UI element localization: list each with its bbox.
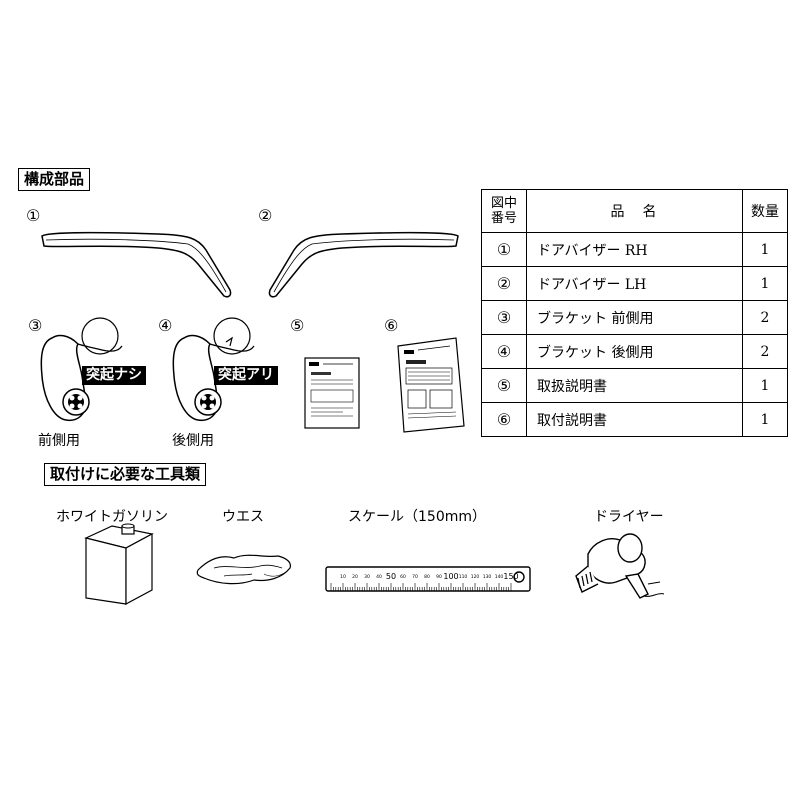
header-no-line1: 図中 xyxy=(490,196,517,211)
part-number-2: ② xyxy=(258,206,273,225)
row-qty: 1 xyxy=(742,368,788,403)
row-qty: 1 xyxy=(742,402,788,437)
header-quantity: 数量 xyxy=(742,189,788,233)
ruler-tick-label: 80 xyxy=(424,574,430,580)
components-section-title: 構成部品 xyxy=(18,168,91,191)
hair-dryer-icon xyxy=(575,533,665,599)
row-qty: 2 xyxy=(742,300,788,335)
no-protrusion-tag: 突起ナシ xyxy=(82,366,146,385)
parts-table: 図中 番号 品 名 数量 ① ドアバイザー RH 1 ② ドアバイザー LH 1… xyxy=(481,189,788,437)
door-visor-rh-icon xyxy=(41,231,232,298)
ruler-tick-label: 10 xyxy=(340,574,346,580)
row-qty: 1 xyxy=(742,266,788,301)
ruler-tick-label: 100 xyxy=(443,572,458,581)
row-qty: 2 xyxy=(742,334,788,369)
table-row: ④ ブラケット 後側用 2 xyxy=(481,334,788,369)
row-number: ③ xyxy=(481,300,527,335)
header-part-name: 品 名 xyxy=(526,189,743,233)
table-row: ③ ブラケット 前側用 2 xyxy=(481,300,788,335)
ruler-tick-label: 110 xyxy=(459,574,468,580)
ruler-tick-label: 50 xyxy=(386,572,396,581)
ruler-tick-label: 150 xyxy=(503,572,518,581)
tools-section-title: 取付けに必要な工具類 xyxy=(44,463,207,486)
table-row: ① ドアバイザー RH 1 xyxy=(481,232,788,267)
row-number: ⑤ xyxy=(481,368,527,403)
front-bracket-caption: 前側用 xyxy=(38,433,80,449)
table-row: ⑤ 取扱説明書 1 xyxy=(481,368,788,403)
tool-label-ruler: スケール（150mm） xyxy=(348,509,486,525)
row-number: ④ xyxy=(481,334,527,369)
row-name: ドアバイザー LH xyxy=(526,266,743,301)
row-number: ⑥ xyxy=(481,402,527,437)
header-no-line2: 番号 xyxy=(490,211,517,226)
ruler-tick-label: 120 xyxy=(471,574,480,580)
part-number-6: ⑥ xyxy=(384,316,399,335)
table-row: ② ドアバイザー LH 1 xyxy=(481,266,788,301)
row-number: ① xyxy=(481,232,527,267)
header-figure-number: 図中 番号 xyxy=(481,189,527,233)
ruler-tick-label: 60 xyxy=(400,574,406,580)
part-number-3: ③ xyxy=(28,316,43,335)
bracket-front-icon xyxy=(40,317,123,422)
table-row: ⑥ 取付説明書 1 xyxy=(481,402,788,437)
rear-bracket-caption: 後側用 xyxy=(172,433,214,449)
handling-manual-icon xyxy=(304,357,360,429)
part-number-4: ④ xyxy=(158,316,173,335)
cloth-icon xyxy=(196,554,291,585)
row-qty: 1 xyxy=(742,232,788,267)
installation-manual-icon xyxy=(397,337,465,433)
tool-label-gasoline: ホワイトガソリン xyxy=(56,509,168,525)
ruler-tick-label: 70 xyxy=(412,574,418,580)
ruler-tick-label: 90 xyxy=(436,574,442,580)
door-visor-lh-icon xyxy=(268,231,459,298)
part-number-1: ① xyxy=(26,206,41,225)
part-number-5: ⑤ xyxy=(290,316,305,335)
gasoline-can-icon xyxy=(84,523,154,606)
tool-label-cloth: ウエス xyxy=(222,509,264,525)
ruler-tick-label: 130 xyxy=(483,574,492,580)
row-name: 取付説明書 xyxy=(526,402,743,437)
bracket-rear-icon xyxy=(172,317,255,422)
ruler-tick-label: 140 xyxy=(495,574,504,580)
row-number: ② xyxy=(481,266,527,301)
with-protrusion-tag: 突起アリ xyxy=(214,366,278,385)
tool-label-dryer: ドライヤー xyxy=(594,509,664,525)
ruler-tick-label: 20 xyxy=(352,574,358,580)
ruler-tick-label: 30 xyxy=(364,574,370,580)
table-header-row: 図中 番号 品 名 数量 xyxy=(481,189,788,233)
row-name: ブラケット 後側用 xyxy=(526,334,743,369)
row-name: ブラケット 前側用 xyxy=(526,300,743,335)
ruler-tick-label: 40 xyxy=(376,574,382,580)
row-name: 取扱説明書 xyxy=(526,368,743,403)
row-name: ドアバイザー RH xyxy=(526,232,743,267)
